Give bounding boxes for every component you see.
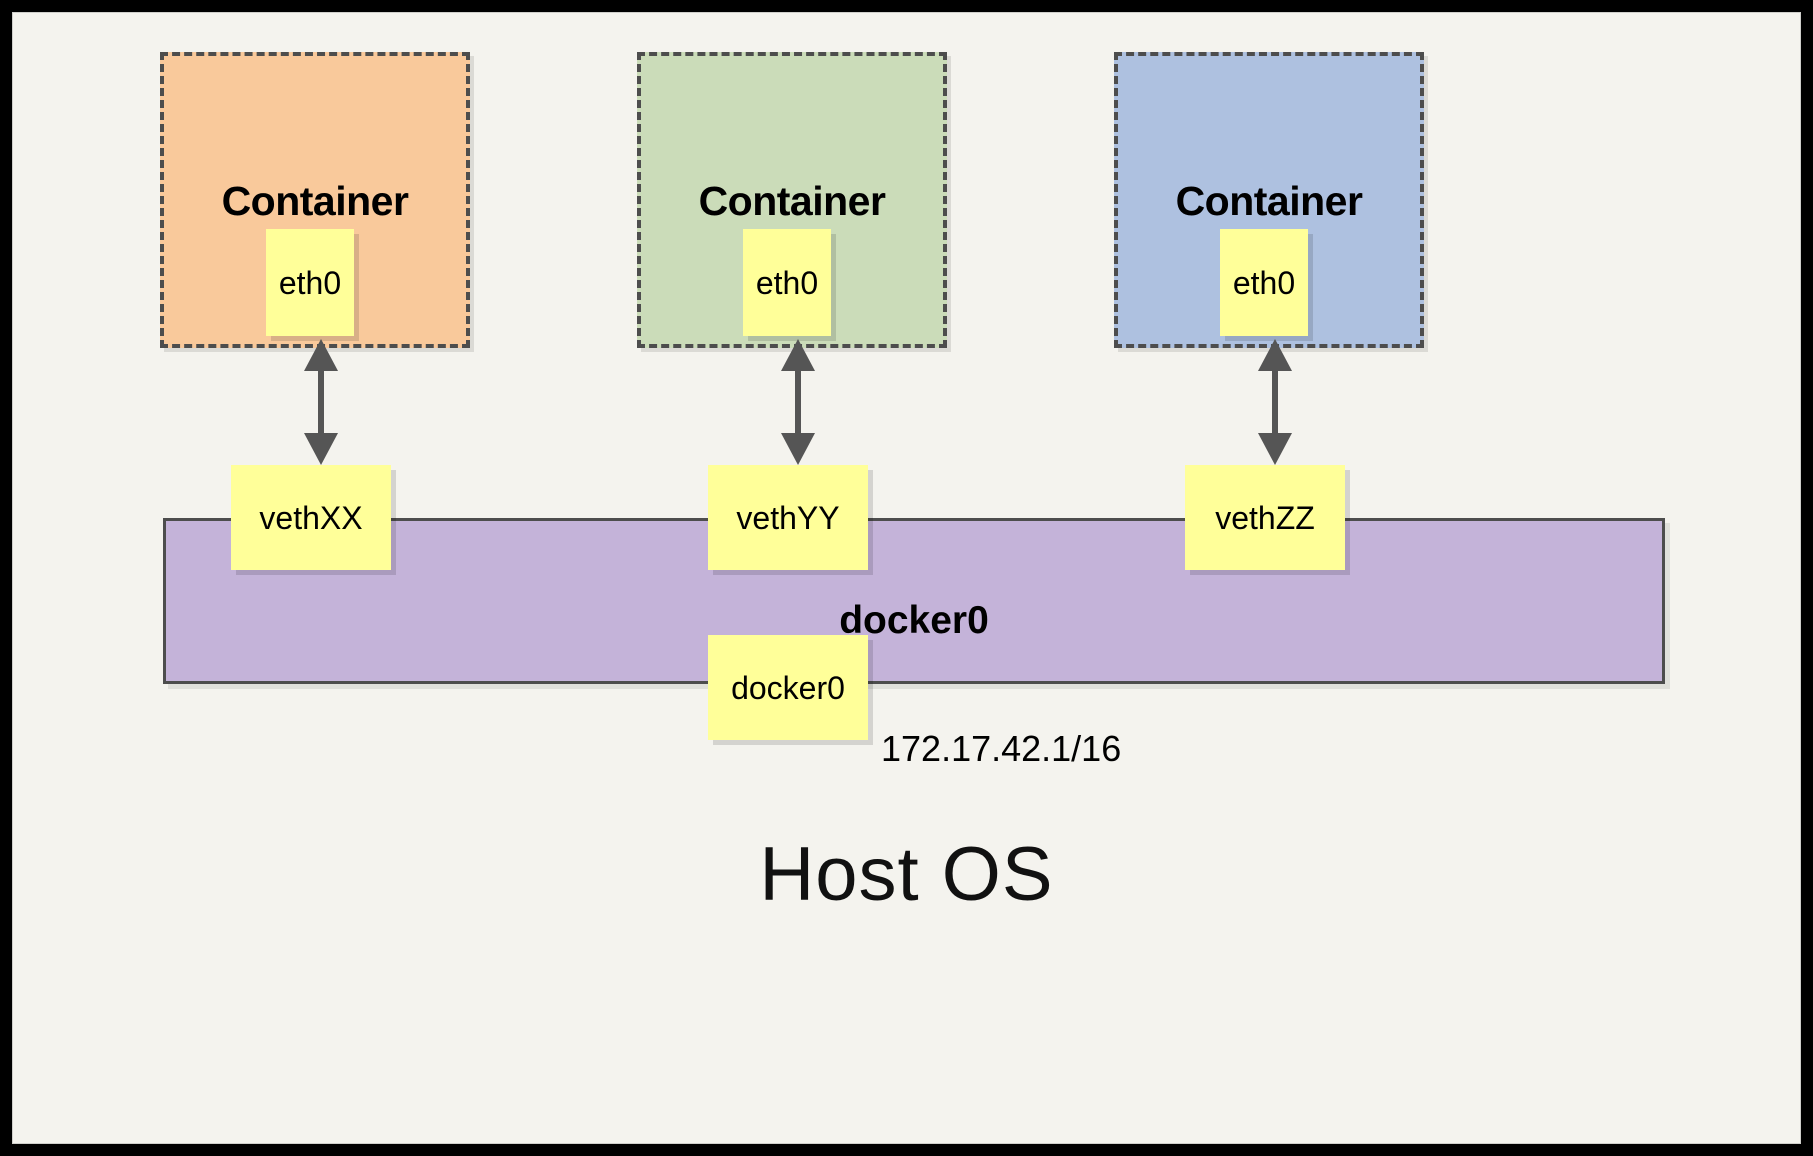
veth-label-1: vethXX	[259, 499, 363, 536]
veth-interface-box-2: vethYY	[708, 465, 868, 570]
container-title-2: Container	[698, 178, 886, 224]
eth0-interface-box-2: eth0	[743, 229, 831, 336]
docker0-bridge-bar: docker0	[163, 518, 1665, 684]
docker0-ip-address: 172.17.42.1/16	[881, 728, 1122, 769]
container-title-3: Container	[1175, 178, 1363, 224]
docker0-interface-box: docker0	[708, 635, 868, 740]
container-title-1: Container	[221, 178, 409, 224]
veth-label-3: vethZZ	[1215, 499, 1315, 536]
link-arrow-icon-2	[781, 339, 815, 465]
link-arrow-icon-1	[304, 339, 338, 465]
docker0-interface-label: docker0	[731, 669, 845, 706]
veth-interface-box-3: vethZZ	[1185, 465, 1345, 570]
veth-label-2: vethYY	[736, 499, 840, 536]
diagram-stage: Container Container Container eth0 eth0 …	[12, 12, 1801, 1144]
eth0-label-1: eth0	[278, 264, 342, 301]
eth0-interface-box-1: eth0	[266, 229, 354, 336]
host-os-title: Host OS	[759, 832, 1054, 917]
eth0-label-2: eth0	[755, 264, 819, 301]
eth0-interface-box-3: eth0	[1220, 229, 1308, 336]
docker0-bridge-title: docker0	[839, 599, 989, 642]
veth-interface-box-1: vethXX	[231, 465, 391, 570]
eth0-label-3: eth0	[1232, 264, 1296, 301]
link-arrow-icon-3	[1258, 339, 1292, 465]
